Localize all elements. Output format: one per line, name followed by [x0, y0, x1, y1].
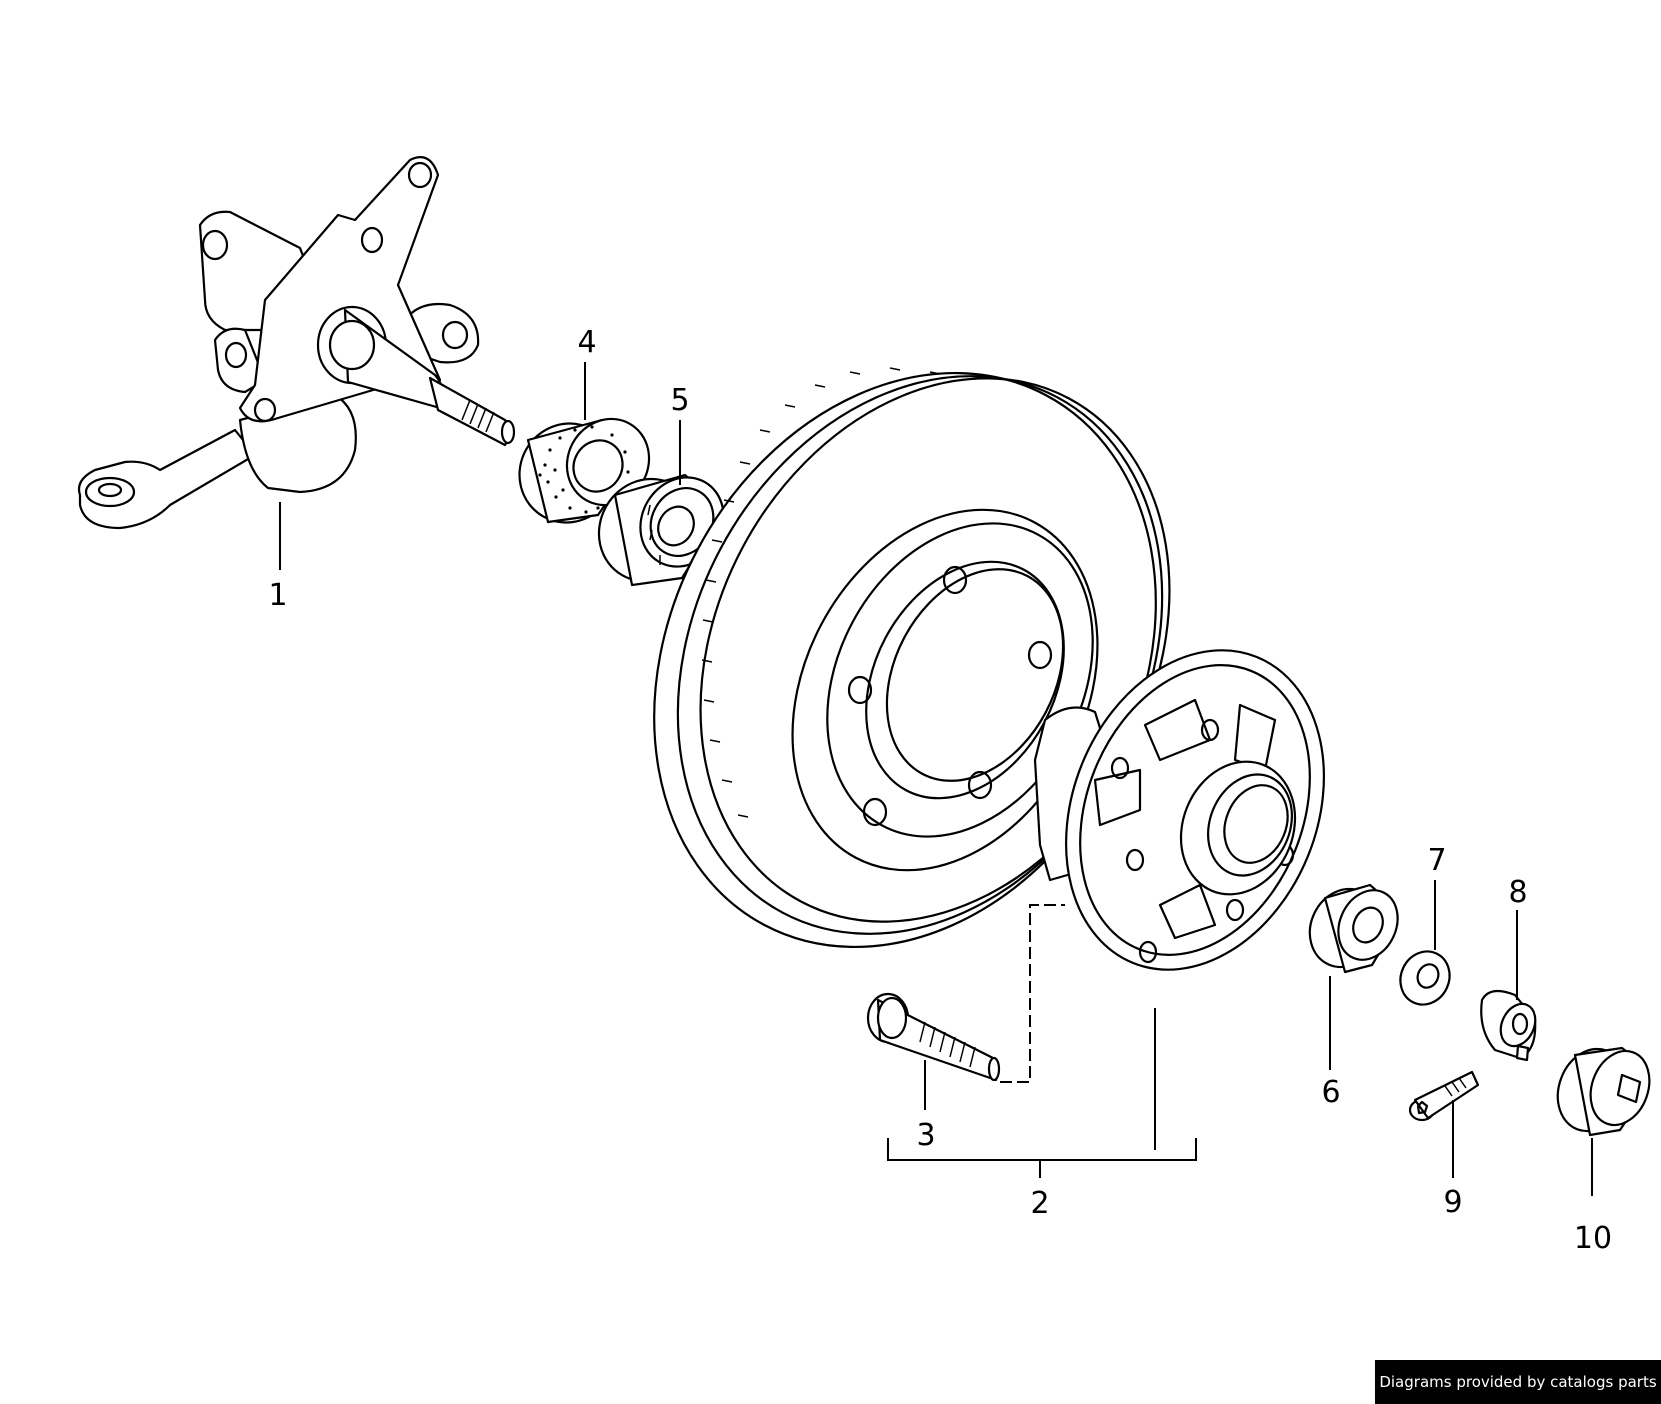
inner-wheel-bearing[interactable]: [580, 461, 739, 599]
callout-4: 4: [577, 325, 596, 360]
callout-6: 6: [1321, 1075, 1340, 1110]
credit-banner: Diagrams provided by catalogs parts: [1375, 1360, 1661, 1404]
callout-2: 2: [1030, 1186, 1049, 1221]
wheel-stud[interactable]: [866, 992, 1001, 1082]
callout-7: 7: [1427, 843, 1446, 878]
wheel-hub[interactable]: [1020, 611, 1370, 1008]
thrust-washer[interactable]: [1392, 943, 1458, 1012]
grease-cap[interactable]: [1547, 1039, 1660, 1141]
outer-wheel-bearing[interactable]: [1297, 877, 1408, 978]
steering-knuckle[interactable]: [77, 156, 516, 530]
callout-10: 10: [1574, 1221, 1612, 1256]
callout-9: 9: [1443, 1185, 1462, 1220]
clamp-screw[interactable]: [1408, 1070, 1480, 1122]
callout-3: 3: [916, 1118, 935, 1153]
brake-disc[interactable]: [557, 285, 1262, 1035]
callout-5: 5: [670, 383, 689, 418]
leader-lines: [279, 362, 1593, 1196]
clamp-nut[interactable]: [1480, 989, 1542, 1062]
callout-8: 8: [1508, 875, 1527, 910]
callout-1: 1: [268, 578, 287, 613]
